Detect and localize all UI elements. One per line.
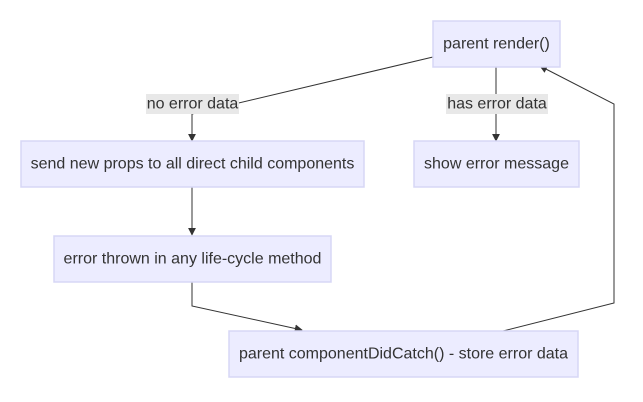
node-send-props: send new props to all direct child compo… <box>20 140 365 188</box>
node-did-catch: parent componentDidCatch() - store error… <box>228 330 579 378</box>
edge-did-catch-to-render <box>502 65 615 332</box>
node-send-props-label: send new props to all direct child compo… <box>31 156 355 173</box>
edge-label-no-error: no error data <box>146 94 239 114</box>
edges <box>188 56 615 333</box>
node-error-thrown: error thrown in any life-cycle method <box>53 235 332 283</box>
node-did-catch-label: parent componentDidCatch() - store error… <box>239 346 568 363</box>
node-parent-render-label: parent render() <box>443 36 550 53</box>
edge-label-has-error-text: has error data <box>447 96 547 113</box>
edge-label-no-error-text: no error data <box>147 96 239 113</box>
node-error-thrown-label: error thrown in any life-cycle method <box>64 251 322 268</box>
node-parent-render: parent render() <box>432 20 561 68</box>
node-show-error: show error message <box>413 140 580 188</box>
edge-error-thrown-to-did-catch <box>191 282 303 333</box>
edge-label-has-error: has error data <box>446 94 548 114</box>
node-show-error-label: show error message <box>424 156 569 173</box>
